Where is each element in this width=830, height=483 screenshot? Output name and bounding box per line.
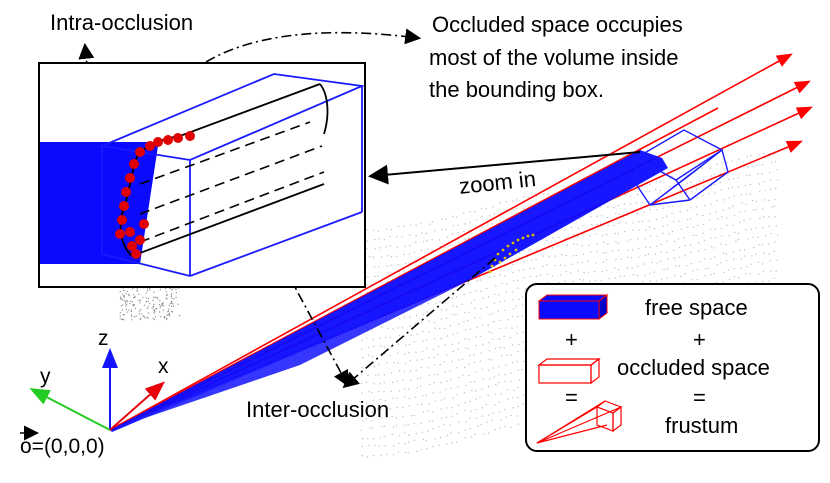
legend-plus-right: + [693,327,706,352]
object-red-points [115,131,195,259]
free-space-icon [537,294,609,320]
legend-eq-right: = [693,385,706,410]
inter-occlusion-label: Inter-occlusion [246,397,390,422]
x-axis-label: x [158,355,169,378]
legend-free-space-label: free space [645,295,748,320]
z-axis-label: z [98,327,109,350]
occluded-space-icon [537,357,601,385]
legend-occluded-space-label: occluded space [617,355,770,380]
inset-free-space [40,142,158,264]
legend-box: free space + + occluded space = = frustu… [525,283,820,452]
inset-drawing [40,73,364,277]
x-axis [109,381,165,431]
occluded-note-line2: most of the volume inside [429,45,679,70]
origin-label: o=(0,0,0) [20,435,105,458]
intra-occlusion-label: Intra-occlusion [50,10,194,35]
inter-occlusion-arrow-2 [342,257,496,389]
legend-frustum-label: frustum [665,413,739,438]
legend-plus-left: + [565,327,578,352]
occluded-note-line3: the bounding box. [429,77,604,102]
zoom-in-arrow [368,151,641,185]
free-space-cone [110,150,668,432]
y-axis-label: y [40,365,51,388]
y-axis [29,388,111,431]
far-bounding-box [634,129,729,206]
legend-eq-left: = [565,385,578,410]
occluded-note-line1: Occluded space occupies [432,12,683,37]
coordinate-axes [29,348,165,431]
inter-occluder-points [488,233,535,274]
zoom-inset [38,62,366,288]
occluded-note-arrow [205,28,422,63]
legend-icons [536,294,623,444]
frustum-icon [536,400,623,444]
